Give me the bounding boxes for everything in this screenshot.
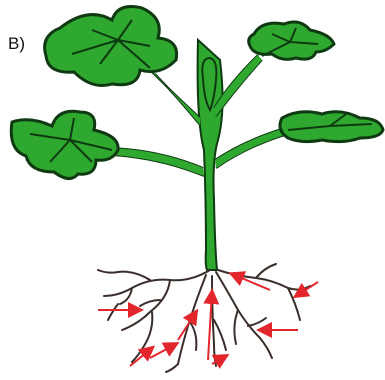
panel-label: B) [8, 34, 25, 54]
stem [198, 40, 223, 270]
root-system [98, 264, 310, 372]
leaf-right [280, 112, 383, 142]
leaf-top-right [249, 22, 334, 59]
leaf-left [11, 111, 118, 178]
leaf-top-left [45, 7, 177, 86]
